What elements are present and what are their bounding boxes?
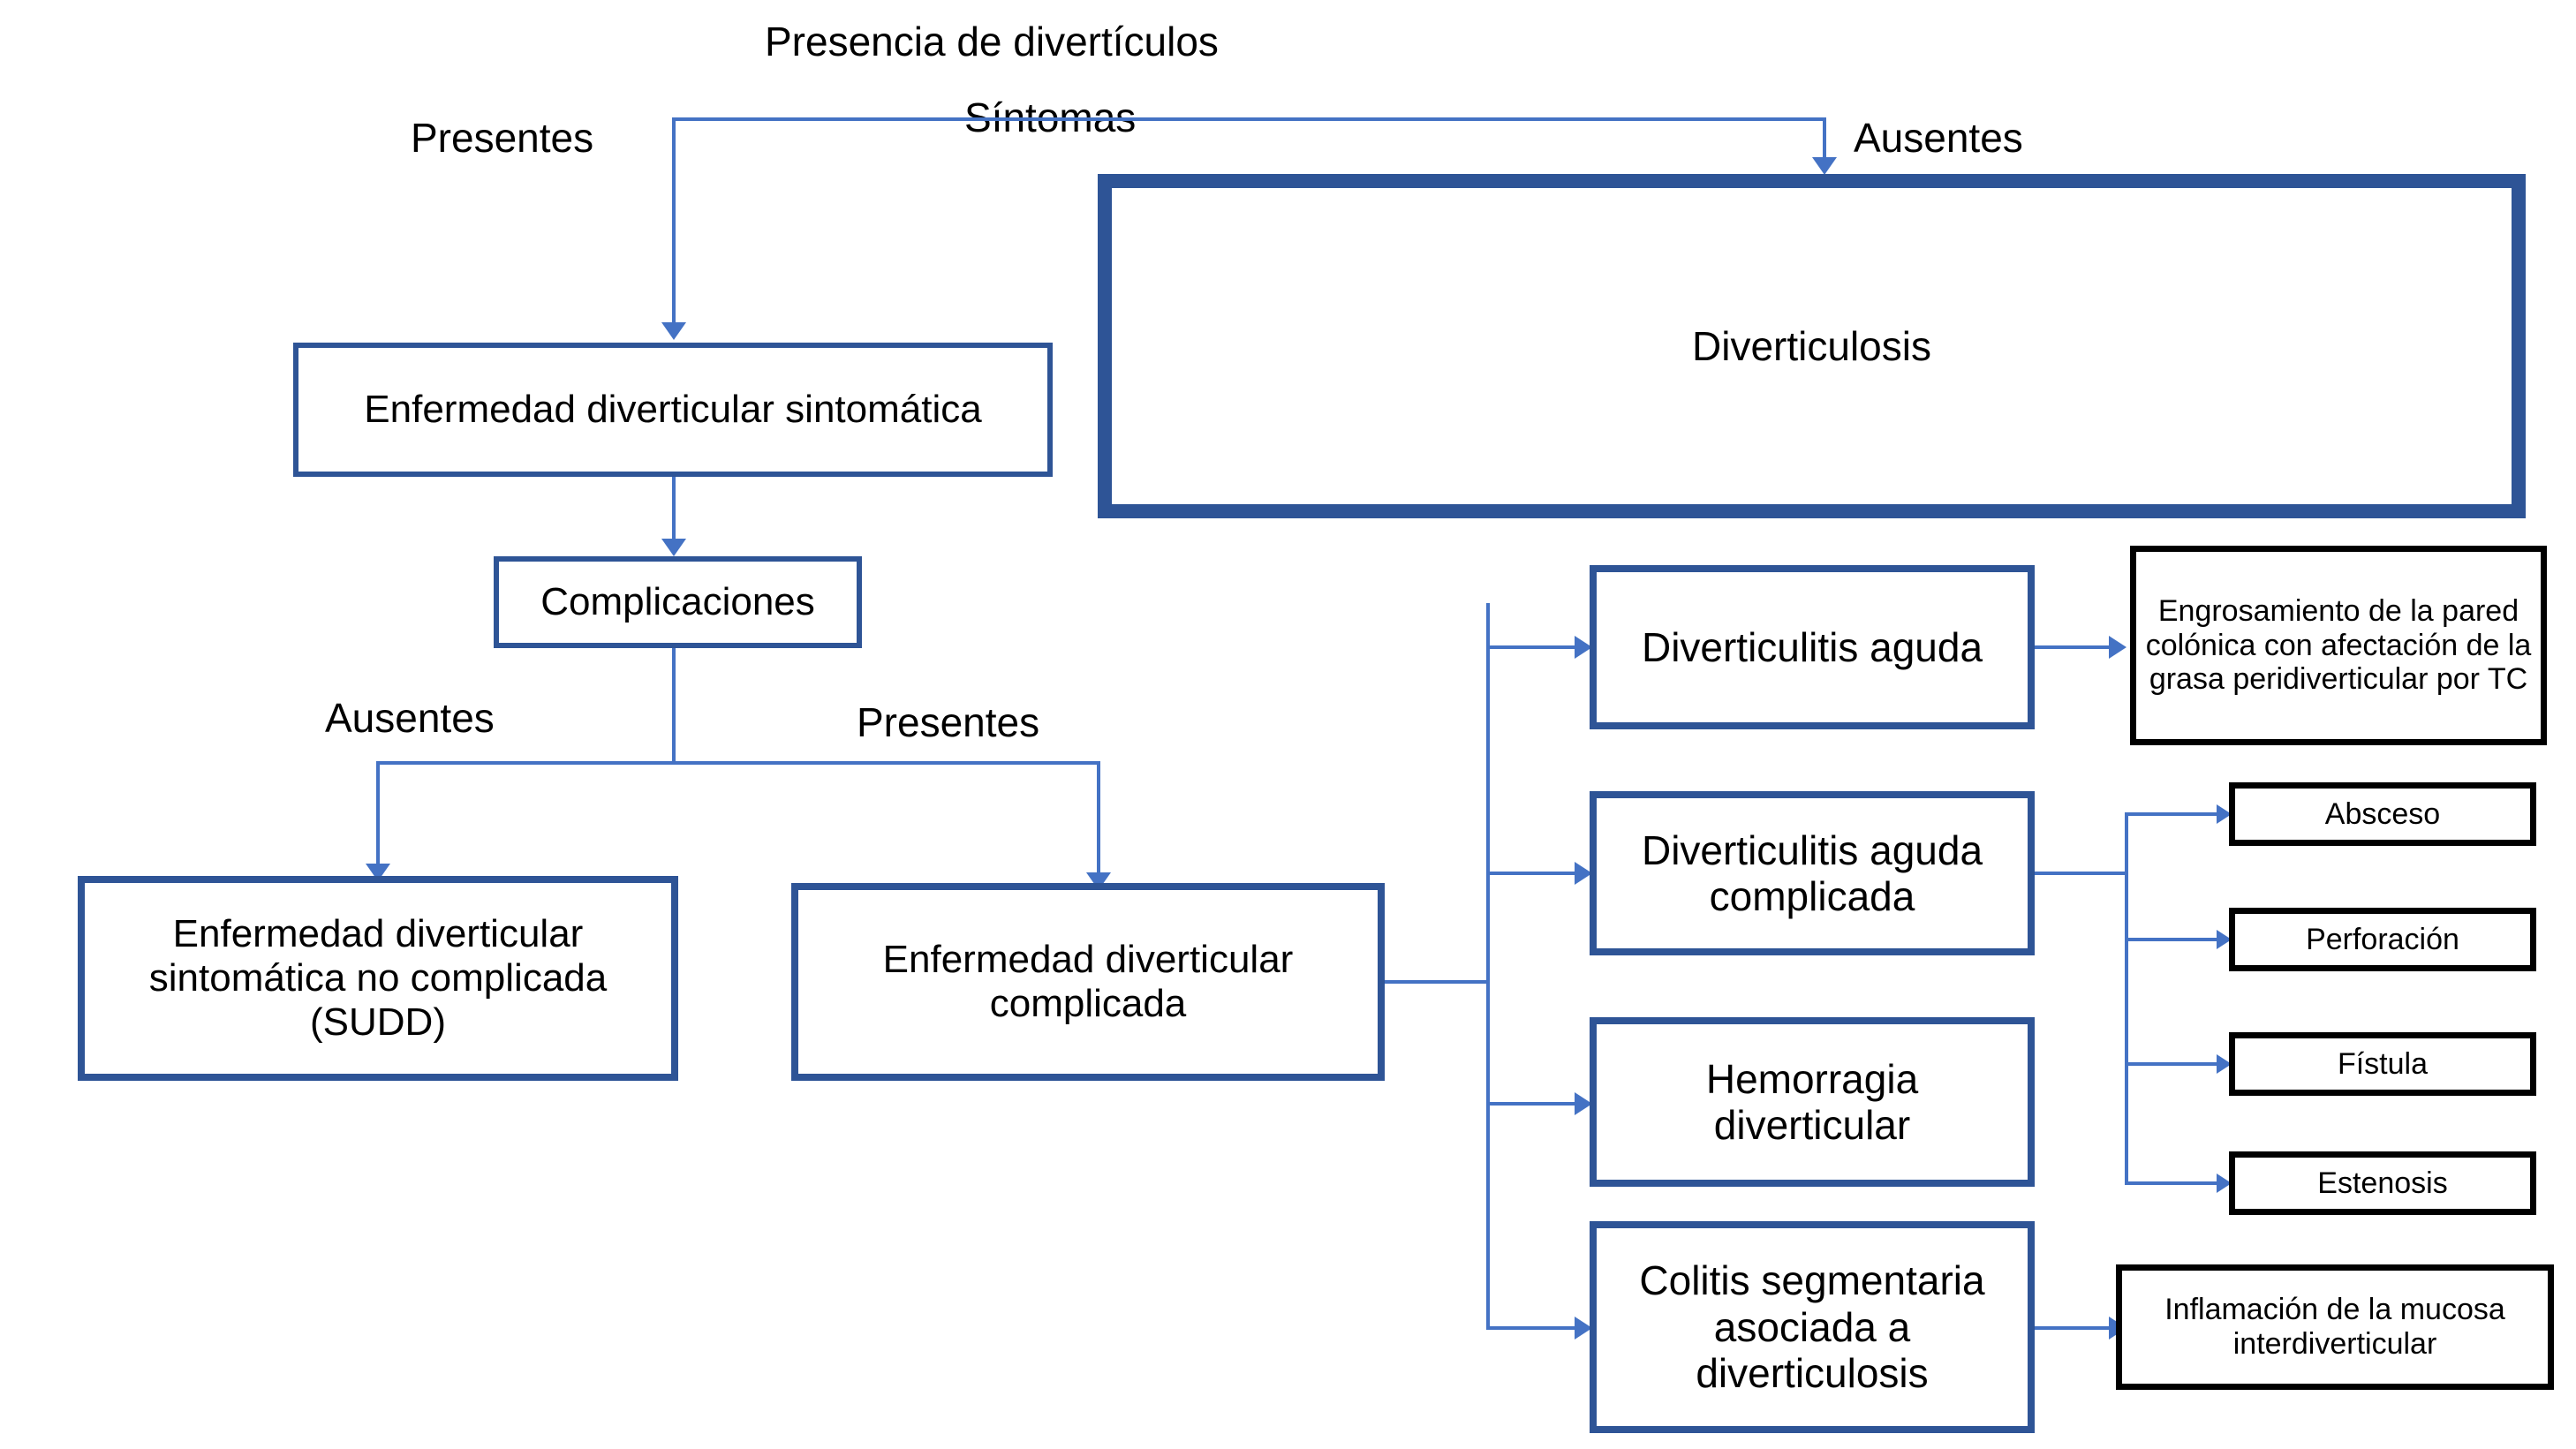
connector-edc-out [1385,980,1488,984]
connector-sintomas-right-stem [1823,117,1826,157]
annotation-fistula[interactable]: Fístula [2229,1032,2536,1096]
connector-branch-estenosis [2125,1181,2217,1185]
label-complicaciones-ausentes: Ausentes [325,695,495,741]
connector-to-sudd [376,761,380,864]
arrowhead-to-diverticulitis-aguda [1575,636,1592,659]
annotation-perforacion[interactable]: Perforación [2229,908,2536,971]
label-sintomas-ausentes: Ausentes [1854,115,2023,161]
connector-sintomas-left-stem [672,117,676,322]
connector-sintomas-horizontal [672,117,1826,121]
annotation-engrosamiento-label: Engrosamiento de la pared colónica con a… [2145,593,2532,697]
connector-branch-absceso [2125,812,2217,816]
node-complicaciones[interactable]: Complicaciones [494,556,862,648]
arrowhead-to-engrosamiento [2109,636,2127,659]
node-colitis-segmentaria[interactable]: Colitis segmentaria asociada a diverticu… [1590,1221,2035,1433]
annotation-estenosis[interactable]: Estenosis [2229,1151,2536,1215]
node-diverticulitis-aguda-complicada-label: Diverticulitis aguda complicada [1641,826,1983,919]
node-complicaciones-label: Complicaciones [540,579,815,623]
node-ed-sintomatica-label: Enfermedad diverticular sintomática [364,387,982,431]
node-diverticulosis[interactable]: Diverticulosis [1098,174,2526,518]
label-complicaciones-presentes: Presentes [857,699,1040,745]
connector-complicaciones-stem [672,648,676,763]
arrowhead-to-ed-sintomatica [661,322,686,340]
connector-branch-diverticulitis-complicada [1486,872,1575,875]
node-diverticulitis-aguda-label: Diverticulitis aguda [1641,623,1983,670]
node-ed-sintomatica[interactable]: Enfermedad diverticular sintomática [293,343,1053,477]
node-ed-complicada[interactable]: Enfermedad diverticular complicada [791,883,1385,1081]
arrowhead-to-diverticulitis-complicada [1575,862,1592,885]
node-diverticulitis-aguda[interactable]: Diverticulitis aguda [1590,565,2035,729]
connector-complicaciones-split [378,761,1099,765]
node-hemorragia-diverticular-label: Hemorragia diverticular [1705,1055,1919,1148]
node-colitis-segmentaria-label: Colitis segmentaria asociada a diverticu… [1639,1257,1985,1397]
arrowhead-to-diverticulosis [1812,157,1837,175]
annotation-perforacion-label: Perforación [2306,922,2459,956]
arrowhead-to-perforacion [2217,930,2232,949]
connector-edc-trunk [1486,603,1490,1330]
annotation-estenosis-label: Estenosis [2317,1166,2448,1200]
connector-branch-colitis [1486,1326,1575,1330]
node-hemorragia-diverticular[interactable]: Hemorragia diverticular [1590,1017,2035,1187]
annotation-absceso[interactable]: Absceso [2229,782,2536,846]
annotation-fistula-label: Fístula [2337,1046,2429,1081]
arrowhead-to-absceso [2217,804,2232,824]
arrowhead-to-fistula [2217,1054,2232,1074]
diagram-title: Presencia de divertículos [765,19,1219,64]
connector-dac-out [2035,872,2128,875]
connector-to-inflamacion [2035,1326,2109,1330]
connector-branch-fistula [2125,1062,2217,1066]
node-ed-complicada-label: Enfermedad diverticular complicada [882,937,1294,1025]
connector-dac-trunk [2125,812,2128,1183]
connector-ed-to-complicaciones [672,477,676,539]
node-diverticulosis-label: Diverticulosis [1692,322,1931,369]
node-sudd[interactable]: Enfermedad diverticular sintomática no c… [78,876,678,1081]
annotation-inflamacion-label: Inflamación de la mucosa interdiverticul… [2164,1293,2505,1361]
annotation-inflamacion[interactable]: Inflamación de la mucosa interdiverticul… [2116,1264,2554,1390]
connector-branch-hemorragia [1486,1102,1575,1106]
connector-to-ed-complicada [1097,761,1100,872]
arrowhead-to-colitis [1575,1317,1592,1340]
annotation-engrosamiento[interactable]: Engrosamiento de la pared colónica con a… [2130,546,2547,745]
label-sintomas-presentes: Presentes [411,115,594,161]
annotation-absceso-label: Absceso [2324,796,2441,831]
arrowhead-to-estenosis [2217,1174,2232,1193]
arrowhead-to-hemorragia [1575,1092,1592,1115]
connector-to-engrosamiento [2035,645,2109,649]
connector-branch-perforacion [2125,938,2217,941]
node-diverticulitis-aguda-complicada[interactable]: Diverticulitis aguda complicada [1590,791,2035,955]
node-sudd-label: Enfermedad diverticular sintomática no c… [148,911,608,1045]
connector-branch-diverticulitis-aguda [1486,645,1575,649]
arrowhead-to-complicaciones [661,539,686,556]
